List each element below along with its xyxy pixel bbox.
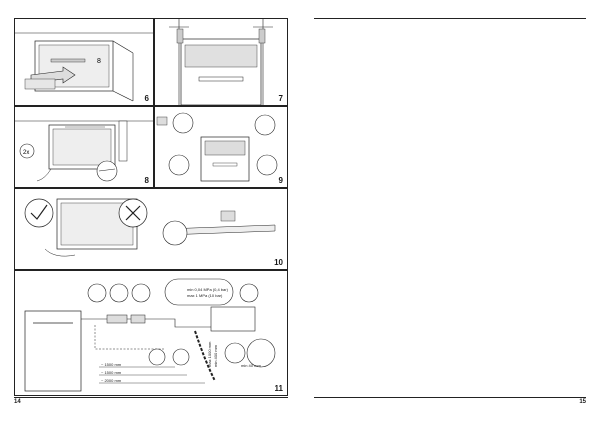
figure-7: 7 [154,18,288,106]
pressure-label-1: min 0,04 MPa (0,4 bar) [187,287,228,292]
cross-icon [125,205,141,221]
right-page: 15 [300,0,600,424]
bottom-rule-right [314,397,586,398]
figure-number: 9 [278,176,283,185]
figure-number: 6 [144,94,149,103]
check-icon [30,204,48,220]
figure-9: 9 [154,106,288,188]
height-label-1: max 1000 mm [207,341,212,367]
figure-10-illustration [24,198,276,257]
figure-number: 10 [274,258,283,267]
left-page: 8 6 7 2x 8 [14,18,288,405]
svg-text:8: 8 [97,58,101,65]
distance-label-1: ~ 1500 mm [101,362,122,367]
page-number-right: 15 [579,399,586,405]
pressure-label-2: max 1 MPa (10 bar) [187,293,223,298]
page-number-left: 14 [14,399,21,405]
figure-number: 11 [274,384,283,393]
bottom-rule-left [14,397,288,398]
figure-8: 2x 8 [14,106,154,188]
figure-6-illustration: 8 [15,32,153,102]
figure-7-illustration [169,19,273,105]
distance-label-3: ~ 2000 mm [101,378,122,383]
figure-6: 8 6 [14,18,154,106]
distance-label-2: ~ 1500 mm [101,370,122,375]
figure-number: 7 [278,94,283,103]
top-rule-right [314,18,586,19]
figure-11: min 0,04 MPa (0,4 bar) max 1 MPa (10 bar… [14,270,288,396]
side-label: min 40 mm [241,363,261,368]
figure-8-illustration: 2x [15,120,153,182]
figure-10: 10 [14,188,288,270]
height-label-2: min 400 mm [213,344,218,367]
figure-11-illustration [24,278,276,392]
figure-9-illustration [156,112,278,182]
svg-text:2x: 2x [23,150,29,156]
figure-number: 8 [144,176,149,185]
